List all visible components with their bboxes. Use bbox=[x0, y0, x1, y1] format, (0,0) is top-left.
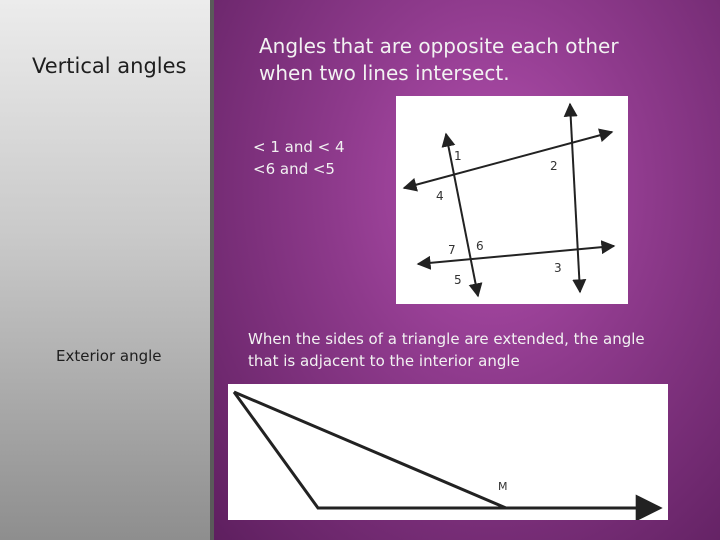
definition-vertical-angles: Angles that are opposite each other when… bbox=[259, 34, 619, 85]
vertex-label: M bbox=[498, 480, 508, 493]
angle-label: 1 bbox=[454, 149, 462, 163]
angle-label: 7 bbox=[448, 243, 456, 257]
angle-label: 5 bbox=[454, 273, 462, 287]
intersecting-lines-figure: 1 2 4 7 6 5 3 bbox=[396, 96, 628, 304]
vertical-angle-examples: < 1 and < 4 <6 and <5 bbox=[253, 136, 383, 180]
term-exterior-angle: Exterior angle bbox=[56, 347, 162, 365]
example-item: <6 and <5 bbox=[253, 160, 335, 178]
angle-label: 4 bbox=[436, 189, 444, 203]
panel-divider bbox=[210, 0, 214, 540]
angle-label: 3 bbox=[554, 261, 562, 275]
triangle-side bbox=[233, 390, 507, 510]
upper-transversal-line bbox=[402, 128, 614, 192]
exterior-angle-diagram: M bbox=[232, 390, 663, 522]
exterior-angle-figure: M bbox=[228, 384, 668, 522]
example-item: < 1 and < 4 bbox=[253, 138, 345, 156]
left-line bbox=[441, 132, 483, 298]
definition-exterior-angle: When the sides of a triangle are extende… bbox=[248, 330, 645, 370]
right-line bbox=[563, 102, 587, 294]
term-vertical-angles: Vertical angles bbox=[32, 54, 187, 78]
left-panel bbox=[0, 0, 210, 540]
intersecting-lines-diagram: 1 2 4 7 6 5 3 bbox=[402, 102, 616, 298]
angle-label: 6 bbox=[476, 239, 484, 253]
angle-label: 2 bbox=[550, 159, 558, 173]
triangle-side bbox=[232, 391, 506, 510]
